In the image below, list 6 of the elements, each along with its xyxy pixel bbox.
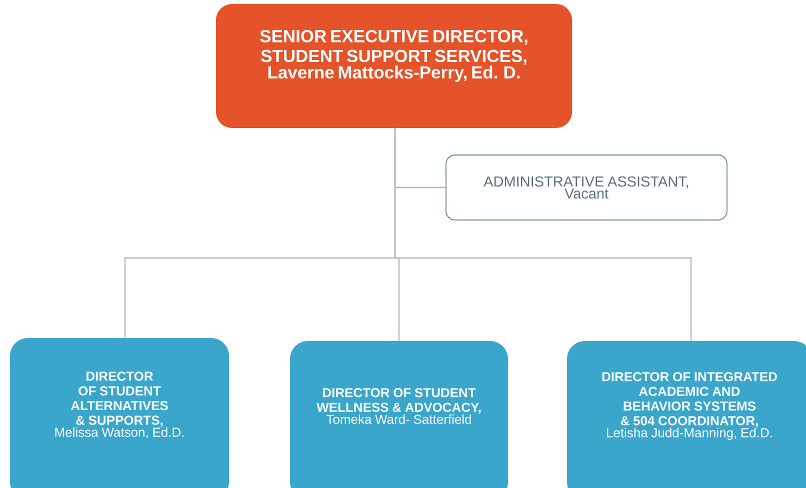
assistant-box: ADMINISTRATIVE ASSISTANT, Vacant — [446, 154, 728, 220]
director-box: DIRECTOR OF STUDENT WELLNESS & ADVOCACY, Tomeka Ward- Satterfield — [290, 341, 508, 488]
director-box: DIRECTOR OF INTEGRATED ACADEMIC AND BEHAVIOR SYSTEMS & 504 COORDINATOR, Letisha Judd-Manning, Ed.D. — [567, 341, 806, 488]
connector-line — [394, 128, 692, 341]
director-box: DIRECTOR OF STUDENT ALTERNATIVES & SUPPORTS, Melissa Watson, Ed.D. — [10, 338, 229, 488]
executive-box: SENIOR EXECUTIVE DIRECTOR, STUDENT SUPPORT SERVICES, Laverne Mattocks-Perry, Ed. D. — [216, 4, 572, 128]
